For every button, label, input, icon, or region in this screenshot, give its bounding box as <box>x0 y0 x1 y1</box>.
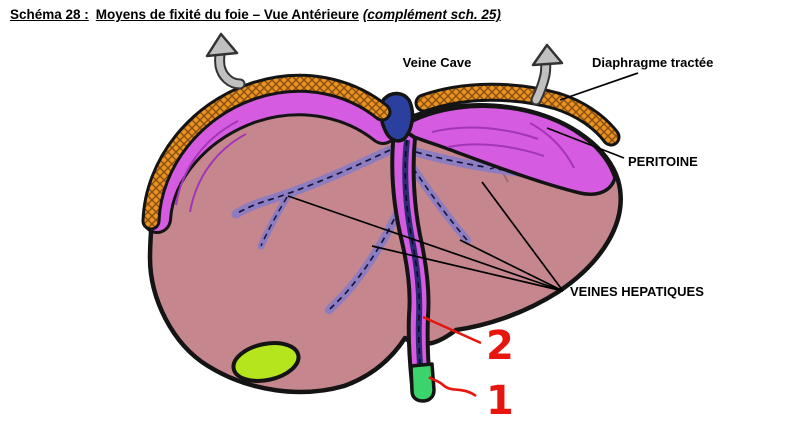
gallbladder <box>231 341 301 383</box>
traction-arrow-left-head <box>205 32 239 58</box>
annotation-line-1 <box>428 375 477 398</box>
label-number-2: 2 <box>486 323 514 369</box>
diaphragm-band-left <box>144 76 389 228</box>
label-veines-hepatiques: VEINES HEPATIQUES <box>570 284 704 299</box>
schema-title: Schéma 28 : Moyens de fixité du foie – Vu… <box>10 7 501 22</box>
pointer-line-veine-3 <box>459 239 564 292</box>
peritoneum-fold-line <box>447 143 545 157</box>
peritoneum-fold-line <box>529 122 575 169</box>
pointer-line-veine-2 <box>371 245 564 292</box>
diaphragm-band-right <box>417 85 618 144</box>
pointer-line-peritoine <box>546 127 625 159</box>
hepatic-veins <box>231 145 558 315</box>
schema-title-complement: (complément sch. 25) <box>362 7 501 22</box>
hepatic-vein-left-branch-dash <box>260 196 288 247</box>
pointer-line-veine-1 <box>287 195 564 292</box>
peritoneum-fold-lines <box>175 120 575 213</box>
peritoneum-fold-line <box>431 126 539 140</box>
label-peritoine: PERITOINE <box>628 154 698 169</box>
peritoneum-fold-line <box>189 133 247 213</box>
traction-arrow-right <box>530 43 564 106</box>
schema-title-main: Moyens de fixité du foie – Vue Antérieur… <box>95 7 359 22</box>
peritoneum-fold-line <box>175 120 239 206</box>
annotation-line-2 <box>422 315 482 345</box>
vena-cava-core-dashes <box>404 139 423 391</box>
schema-title-number: Schéma 28 : <box>10 7 89 22</box>
hepatic-vein-lower-dash <box>328 199 404 311</box>
pointer-line-diaphragme <box>559 72 639 101</box>
hepatic-vein-center-dash <box>412 167 468 241</box>
pointer-lines-veines-hepatiques <box>287 181 564 292</box>
label-number-1: 1 <box>486 378 514 424</box>
vessel-green-tip <box>409 362 436 403</box>
traction-arrow-right-head <box>531 43 564 67</box>
hepatic-vein-left-dash <box>235 149 391 215</box>
label-diaphragme-tractee: Diaphragme tractée <box>592 55 713 70</box>
traction-arrow-left <box>205 32 246 90</box>
pointer-line-veine-4 <box>481 181 564 292</box>
label-veine-cave: Veine Cave <box>403 55 472 70</box>
